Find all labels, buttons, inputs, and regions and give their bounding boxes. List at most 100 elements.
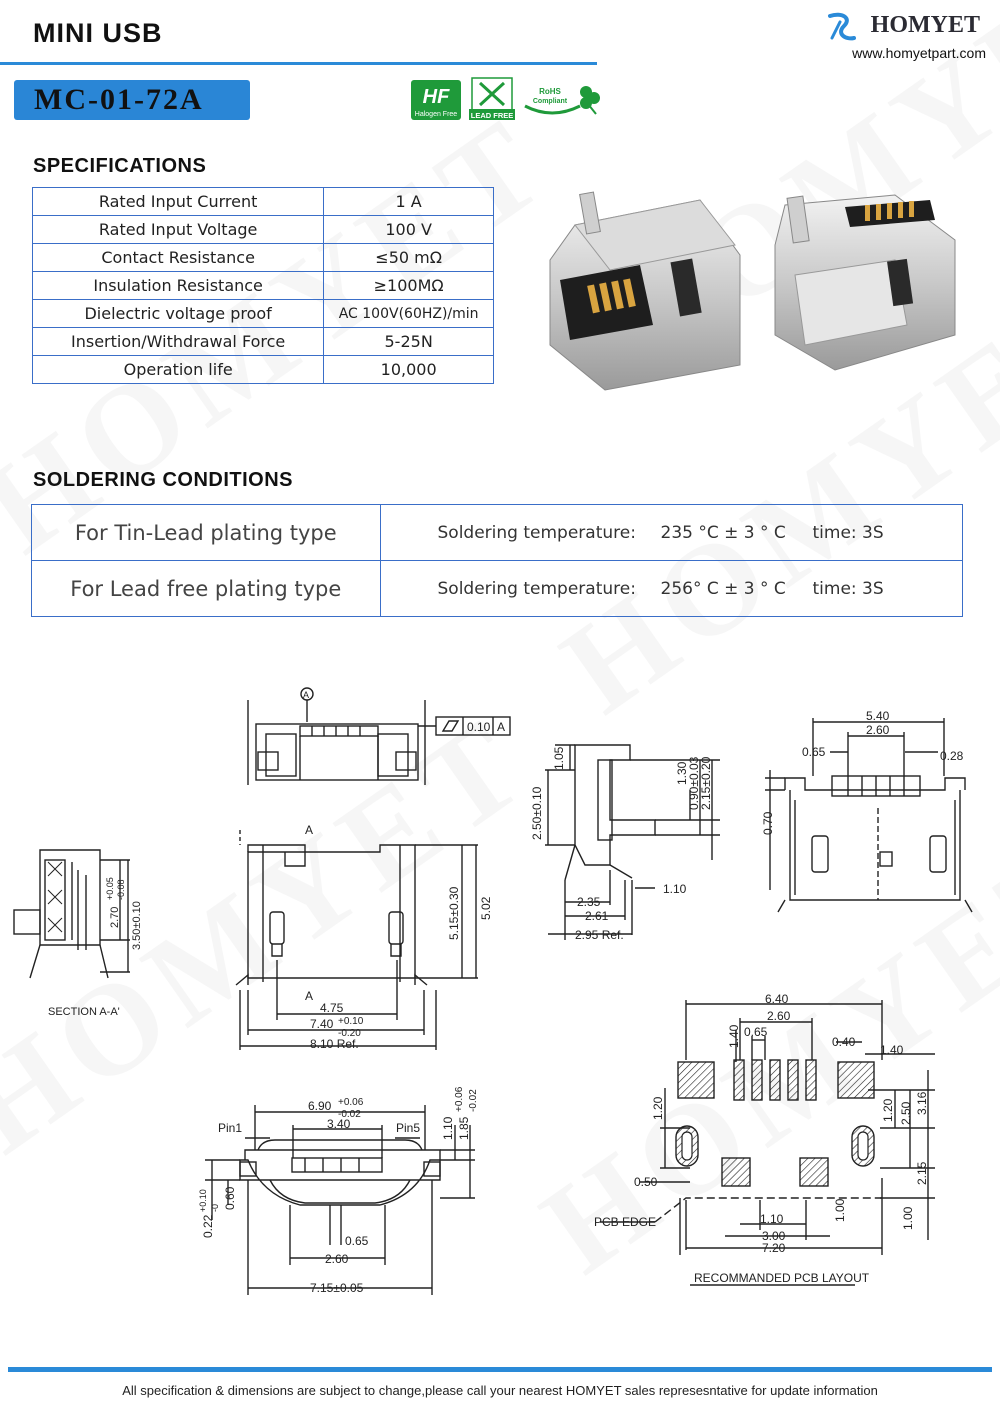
dim-185-tol: +0.06 xyxy=(454,1086,465,1112)
dim-140b: 1.40 xyxy=(880,1043,904,1057)
dim-690: 6.90 xyxy=(308,1099,332,1113)
connector-photo-illustration xyxy=(549,191,956,391)
dim-140: 1.40 xyxy=(727,1024,741,1048)
dim-215: 2.15±0.20 xyxy=(699,756,713,810)
dim-070: 0.70 xyxy=(761,811,775,835)
pcb-edge-label: PCB EDGE xyxy=(594,1215,656,1229)
dim-235: 2.35 xyxy=(577,895,601,909)
svg-text:LEAD FREE: LEAD FREE xyxy=(471,111,514,120)
dim-185: 1.85 xyxy=(457,1116,471,1140)
dim-040: 0.40 xyxy=(832,1035,856,1049)
soldering-time: time: 3S xyxy=(812,578,884,599)
flatness-datum: A xyxy=(497,720,505,734)
lead-free-badge: LEAD FREE xyxy=(468,77,516,125)
dim-022: 0.22 xyxy=(201,1214,215,1238)
dim-640: 6.40 xyxy=(765,992,789,1006)
spec-label: Dielectric voltage proof xyxy=(31,299,325,328)
brand-name: HOMYET xyxy=(870,12,980,38)
dim-740-tol: +0.10 xyxy=(338,1016,364,1027)
dim-502: 5.02 xyxy=(479,896,493,920)
dim-100: 1.00 xyxy=(833,1198,847,1222)
rohs-clover-icon: RoHS Compliant xyxy=(524,86,600,115)
header-divider xyxy=(0,62,597,65)
halogen-free-icon: HF Halogen Free xyxy=(411,80,461,120)
dim-261: 2.61 xyxy=(585,909,609,923)
dim-028: 0.28 xyxy=(940,749,964,763)
soldering-cell: Soldering temperature: 256° C ± 3 ° C time… xyxy=(379,560,964,617)
model-badge: MC-01-72A xyxy=(14,80,250,120)
dim-215b: 2.15 xyxy=(915,1161,929,1185)
dim-260: 2.60 xyxy=(866,723,890,737)
svg-text:RoHS: RoHS xyxy=(539,87,561,96)
footer-disclaimer: All specification & dimensions are subje… xyxy=(122,1383,878,1398)
product-photo xyxy=(535,185,980,399)
dim-185-tol: -0.02 xyxy=(468,1089,479,1112)
model-number: MC-01-72A xyxy=(34,83,204,116)
dim-295: 2.95 Ref. xyxy=(575,928,624,942)
top-view-drawing xyxy=(247,687,511,785)
brand-website[interactable]: www.homyetpart.com xyxy=(852,45,986,61)
soldering-heading: SOLDERING CONDITIONS xyxy=(33,469,294,491)
dim-110: 1.10 xyxy=(663,882,687,896)
brand-logo xyxy=(822,8,862,52)
dim-022-tol: +0.10 xyxy=(198,1189,208,1212)
dim-690-tol: +0.06 xyxy=(338,1097,364,1108)
flatness-value: 0.10 xyxy=(467,720,491,734)
spec-label: Insertion/Withdrawal Force xyxy=(31,327,325,356)
spec-value: 100 V xyxy=(323,215,494,244)
lead-free-icon: LEAD FREE xyxy=(469,77,515,120)
dim-130: 1.30 xyxy=(675,761,689,785)
dim-100b: 1.00 xyxy=(901,1206,915,1230)
spec-value: 1 A xyxy=(323,187,494,216)
plating-type: For Tin-Lead plating type xyxy=(31,504,381,561)
specifications-heading: SPECIFICATIONS xyxy=(33,155,207,177)
plating-type: For Lead free plating type xyxy=(31,560,381,617)
spec-value: 5-25N xyxy=(323,327,494,356)
soldering-temp: 256° C ± 3 ° C xyxy=(660,578,786,599)
section-view-drawing xyxy=(13,849,130,979)
spec-label: Operation life xyxy=(31,355,325,384)
table-row: Insulation Resistance≥100MΩ xyxy=(31,271,494,300)
soldering-temp: 235 °C ± 3 ° C xyxy=(660,522,786,543)
dim-120b: 1.20 xyxy=(881,1098,895,1122)
halogen-free-badge: HF Halogen Free xyxy=(410,79,462,125)
dim-475: 4.75 xyxy=(320,1001,344,1015)
spec-label: Insulation Resistance xyxy=(31,271,325,300)
dim-740: 7.40 xyxy=(310,1017,334,1031)
dim-270: 2.70 xyxy=(109,907,121,928)
dim-300: 3.00 xyxy=(762,1229,786,1243)
dim-740-tol: -0.20 xyxy=(338,1028,361,1039)
end-view-drawing xyxy=(765,718,973,913)
spec-value: 10,000 xyxy=(323,355,494,384)
footer-divider xyxy=(8,1367,992,1372)
dim-715: 7.15±0.05 xyxy=(310,1281,364,1295)
dim-110c: 1.10 xyxy=(760,1212,784,1226)
spec-label: Contact Resistance xyxy=(31,243,325,272)
pcb-layout-caption: RECOMMANDED PCB LAYOUT xyxy=(694,1271,870,1285)
dim-260c: 2.60 xyxy=(767,1009,791,1023)
dim-270-tol: -0.08 xyxy=(116,879,126,900)
dim-090: 0.90±0.03 xyxy=(687,756,701,810)
dim-050: 0.50 xyxy=(634,1175,658,1189)
dim-065: 0.65 xyxy=(802,745,826,759)
pcb-pads xyxy=(675,1059,875,1187)
dim-515: 5.15±0.30 xyxy=(447,886,461,940)
svg-text:HF: HF xyxy=(423,86,450,108)
page-title: MINI USB xyxy=(33,18,163,48)
dim-065b: 0.65 xyxy=(345,1234,369,1248)
datum-label: A xyxy=(303,690,309,700)
section-marker: A xyxy=(305,823,313,837)
front-view-drawing xyxy=(235,830,478,1050)
dim-060: 0.60 xyxy=(223,1186,237,1210)
dim-690-tol: -0.02 xyxy=(338,1109,361,1120)
dim-250: 2.50±0.10 xyxy=(530,786,544,840)
technical-drawings: A 0.10 A A A 4.75 7.40 +0.10 -0.20 8.10 … xyxy=(13,687,973,1295)
dim-250b: 2.50 xyxy=(899,1101,913,1125)
soldering-label: Soldering temperature: xyxy=(437,578,636,599)
